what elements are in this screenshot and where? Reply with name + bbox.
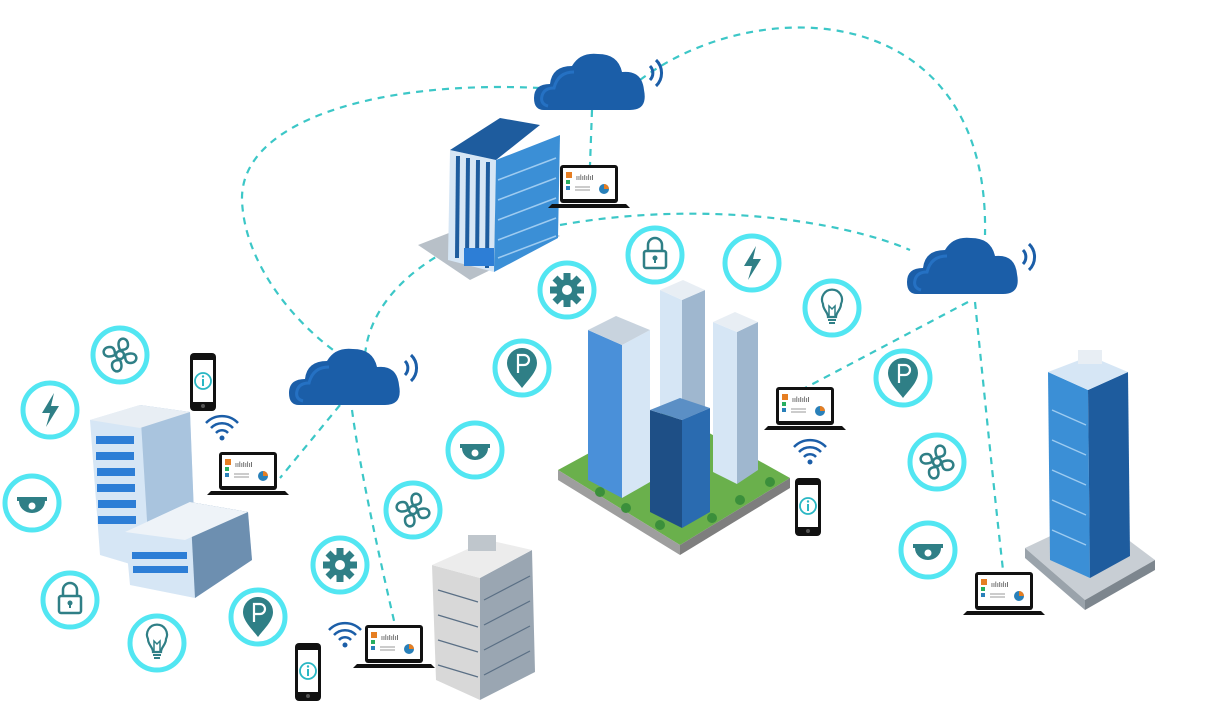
link-building-to-right-cloud xyxy=(559,212,911,252)
cloud-icon xyxy=(532,52,664,112)
parking-icon xyxy=(495,341,549,395)
wifi-icon xyxy=(792,438,828,466)
laptop-screen-text: ıılıIılıI xyxy=(381,634,399,642)
camera-icon xyxy=(448,423,502,477)
parking-icon xyxy=(876,351,930,405)
laptop-icon: ıılıIılıI xyxy=(352,624,436,669)
link-left-cloud-to-laptop-bottom xyxy=(350,409,397,626)
fan-icon xyxy=(910,435,964,489)
link-right-cloud-to-laptop-center xyxy=(804,301,969,389)
bulb-icon xyxy=(130,616,184,670)
lock-icon xyxy=(43,573,97,627)
cloud-icon xyxy=(287,347,419,407)
link-left-cloud-to-laptop-left xyxy=(279,404,341,479)
skyscraper-cluster xyxy=(558,280,790,555)
cloud-icon xyxy=(905,236,1037,296)
laptop-icon: ıılıIılıI xyxy=(763,386,847,431)
laptop-icon: ıılıIılıI xyxy=(547,164,631,209)
smartphone-icon xyxy=(794,477,822,537)
fan-icon xyxy=(386,483,440,537)
gear-icon xyxy=(540,263,594,317)
office-building-left xyxy=(90,405,252,598)
tower-building-right xyxy=(1025,350,1155,610)
smartphone-icon xyxy=(189,352,217,412)
laptop-screen-text: ıılıIılıI xyxy=(991,581,1009,589)
wifi-icon xyxy=(327,621,363,649)
gear-icon xyxy=(313,538,367,592)
laptop-screen-text: ıılıIılıI xyxy=(792,396,810,404)
link-top-cloud-to-laptop xyxy=(588,109,594,166)
laptop-icon: ıılıIılıI xyxy=(962,571,1046,616)
laptop-screen-text: ıılıIılıI xyxy=(576,174,594,182)
parking-icon xyxy=(231,590,285,644)
link-top-cloud-to-right-cloud xyxy=(639,26,987,236)
office-building-bottom xyxy=(432,535,535,700)
lightning-icon xyxy=(23,383,77,437)
wifi-icon xyxy=(204,414,240,442)
link-top-cloud-to-left-arc xyxy=(240,85,541,356)
fan-icon xyxy=(93,328,147,382)
lightning-icon xyxy=(725,236,779,290)
office-building-top xyxy=(418,118,560,280)
link-right-cloud-to-laptop-right xyxy=(973,301,1005,571)
lock-icon xyxy=(628,228,682,282)
laptop-icon: ıılıIılıI xyxy=(206,451,290,496)
bulb-icon xyxy=(805,281,859,335)
camera-icon xyxy=(5,476,59,530)
smartphone-icon xyxy=(294,642,322,702)
connection-links xyxy=(240,26,1005,626)
camera-icon xyxy=(901,523,955,577)
laptop-screen-text: ıılıIılıI xyxy=(235,461,253,469)
